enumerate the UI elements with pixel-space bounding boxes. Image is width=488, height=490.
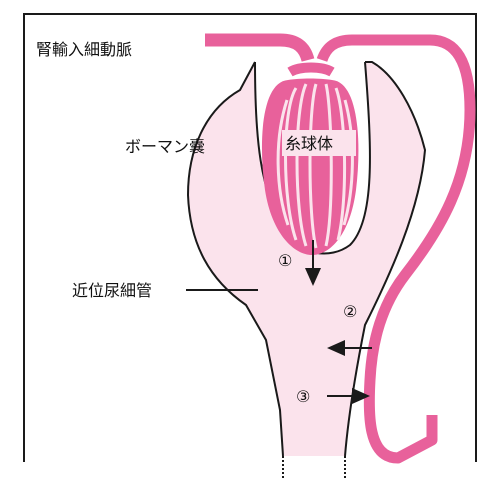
label-proximal-tubule: 近位尿細管 bbox=[72, 281, 152, 300]
step-marker-2: ② bbox=[343, 302, 357, 321]
label-bowman-capsule: ボーマン嚢 bbox=[125, 137, 205, 156]
label-glomerulus: 糸球体 bbox=[285, 134, 333, 153]
step-marker-3: ③ bbox=[296, 387, 310, 406]
step-marker-1: ① bbox=[278, 251, 292, 270]
label-afferent-arteriole: 腎輸入細動脈 bbox=[36, 40, 132, 59]
afferent-arteriole-vessel bbox=[205, 40, 308, 60]
